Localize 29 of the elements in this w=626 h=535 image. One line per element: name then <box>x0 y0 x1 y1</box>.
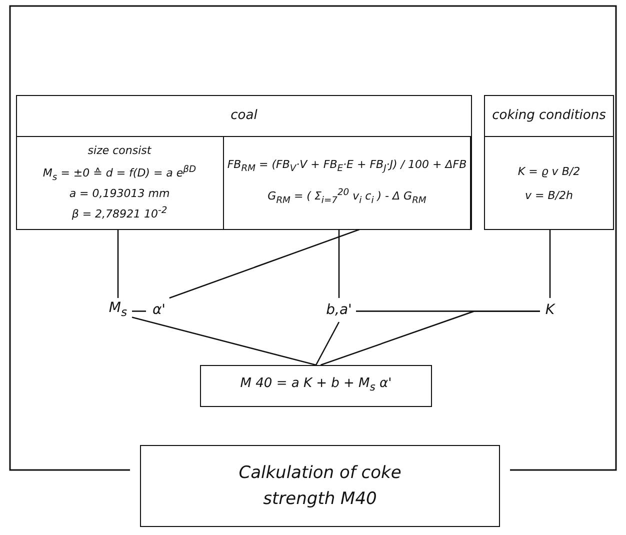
variable-text: M$_{s}$ <box>108 299 128 321</box>
connector-line <box>132 310 146 312</box>
connector-line <box>549 230 551 298</box>
table-panel <box>484 95 614 230</box>
connector-line <box>117 230 119 298</box>
formula-text: G$_{RM}$ = ( Σ$_{i=7}$$^{20}$ v$_{i}$ c$_{i}$ ) - Δ G$_{RM}$ <box>266 186 428 208</box>
formula-text: K = ϱ v B/2 <box>516 164 582 178</box>
cell-heading: size consist <box>86 144 152 158</box>
connector-line <box>320 310 540 366</box>
connector-line <box>338 230 340 298</box>
variable-text: α' <box>151 301 167 319</box>
formula-text: v = B/2h <box>524 188 574 202</box>
formula-text: FB$_{RM}$ = (FB$_{V}$·V + FB$_{E}$·E + FB$_{J}$·J) / 100 + ΔFB <box>227 158 467 176</box>
formula-text: M$_{s}$ = ±0 ≙ d = f(D) = a e$^{βD}$ <box>42 162 198 184</box>
heading-text: Calkulation of coke strength M40 <box>238 462 402 511</box>
formula-box <box>140 445 500 527</box>
formula-text: a = 0,193013 mm <box>68 187 171 202</box>
connector-line <box>169 228 360 299</box>
formula-text: M 40 = a K + b + M$_{s}$ α' <box>239 376 393 396</box>
formula-text: β = 2,78921 10$^{-2}$ <box>70 204 168 222</box>
connector-line <box>132 316 316 366</box>
variable-text: K <box>544 301 556 319</box>
header-label: coal <box>230 109 258 123</box>
header-label: coking conditions <box>491 109 607 123</box>
connector-line <box>315 322 340 366</box>
formula-cell <box>223 136 471 230</box>
table-panel <box>16 95 472 230</box>
variable-text: b,a' <box>325 301 353 319</box>
formula-box <box>200 365 432 407</box>
